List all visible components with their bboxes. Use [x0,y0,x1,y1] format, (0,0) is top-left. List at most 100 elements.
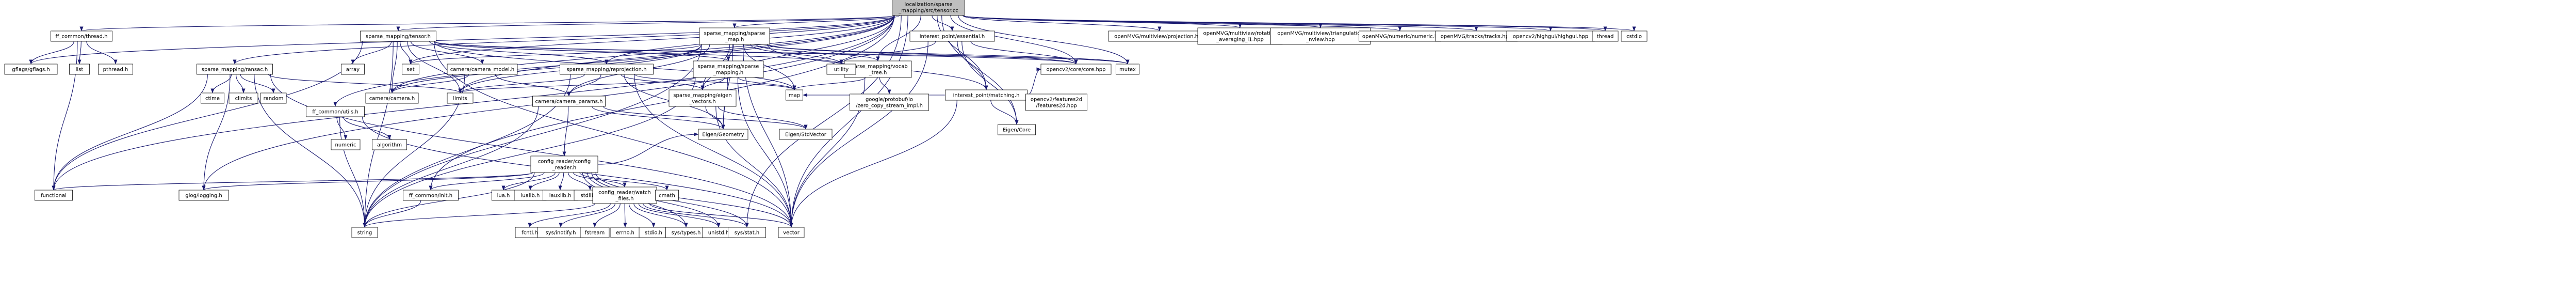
node-label: ctime [205,96,220,102]
node-box [778,227,805,238]
edge-config_reader-to-watch_files [573,172,627,188]
node-interest-point-matching-h[interactable]: interest_point/matching.h [945,89,1028,101]
node-eigen-core: Eigen/Core [998,124,1036,135]
node-box [4,64,58,75]
edge-sm_sparse_map-to-string [363,44,702,228]
node-camera-camera-params-h[interactable]: camera/camera_params.h [532,96,606,107]
node-box [998,124,1036,135]
node-openmvg-numeric-numeric-h: openMVG/numeric/numeric.h [1359,30,1441,42]
edges-layer [29,15,1636,228]
node-box [403,190,459,201]
edge-sm_sparse_map-to-set [409,44,702,65]
node-label: openMVG/multiview/rotation [1203,31,1277,37]
node-label: cstdio [1626,34,1642,40]
node-label: numeric [335,143,356,148]
node-config-reader-config-reader-h[interactable]: config_reader/config_reader.h [530,155,598,173]
node-ff-common-thread-h[interactable]: ff_common/thread.h [51,30,112,42]
node-box [850,94,929,111]
edge-sm_ransac-to-vector [270,74,793,228]
node-sparse-mapping-reprojection-h[interactable]: sparse_mapping/reprojection.h [560,64,654,75]
node-label: openMVG/multiview/triangulation [1277,31,1364,37]
node-eigen-geometry: Eigen/Geometry [698,129,748,140]
node-box [1270,27,1371,45]
node-config-reader-watch-files-h[interactable]: config_reader/watch_files.h [592,186,657,204]
edge-config_reader-to-glog [202,172,533,191]
node-label: utility [834,67,849,73]
node-sparse-mapping-sparse-map-h[interactable]: sparse_mapping/sparse_map.h [699,27,770,45]
edge-sm_eigen-to-vector [715,106,793,228]
node-array: array [341,64,365,75]
node-sparse-mapping-ransac-h[interactable]: sparse_mapping/ransac.h [197,64,273,75]
edge-config_reader-to-functional [52,172,533,191]
node-label: thread [1597,34,1614,40]
edge-sm_tensor-to-array [351,41,392,65]
node-label: openMVG/tracks/tracks.hpp [1441,34,1512,40]
node-climits: climits [229,92,258,104]
edge-config_reader-to-cmath [579,172,669,191]
node-interest-point-essential-h[interactable]: interest_point/essential.h [909,30,995,42]
node-label: Eigen/Core [1003,128,1031,133]
node-label: string [357,230,372,236]
node-box [786,89,803,101]
node-opencv2-features2d-features2d-hpp: opencv2/features2d/features2d.hpp [1025,94,1087,111]
node-ff-common-init-h[interactable]: ff_common/init.h [403,190,459,201]
edge-sm_tensor-to-camera_model [410,41,484,65]
node-label: gflags/gflags.h [12,67,50,73]
node-label: _tree.h [869,70,887,76]
edge-ip_essential-to-eigen_core [961,41,1019,125]
edge-sm_eigen-to-eigen_stdvector [718,106,808,130]
node-random: random [260,92,287,104]
node-openmvg-multiview-rotation-averaging-l1-hpp: openMVG/multiview/rotation_averaging_l1.… [1197,27,1283,45]
node-fstream: fstream [580,227,610,238]
node-box [1197,27,1283,45]
node-pthread-h: pthread.h [98,64,133,75]
node-sparse-mapping-sparse-mapping-h[interactable]: sparse_mapping/sparse_mapping.h [693,60,764,78]
node-label: cmath [659,193,675,199]
node-map: map [786,89,803,101]
node-box [699,27,770,45]
node-label: camera/camera.h [369,96,415,102]
node-box [560,64,654,75]
edge-sm_reprojection-to-limits [458,74,585,94]
edge-watch_files-to-fstream [593,203,621,228]
edge-sm_sparse_map-to-map [743,44,796,90]
node-label: _nview.hpp [1306,37,1335,43]
node-label: vector [783,230,800,236]
node-label: glog/logging.h [185,193,222,199]
edge-sm_ransac-to-random [240,74,275,94]
edge-root-to-camera_camera [390,15,895,94]
edge-sm_tensor-to-set [400,41,413,65]
edge-ip_essential-to-utility [839,41,936,65]
node-label: openMVG/numeric/numeric.h [1362,34,1438,40]
node-box [530,155,598,173]
node-box [260,92,287,104]
node-label: lauxlib.h [549,193,572,199]
node-camera-camera-model-h[interactable]: camera/camera_model.h [447,64,518,75]
node-box [360,30,436,42]
node-label: fstream [585,230,605,236]
node-sparse-mapping-tensor-h[interactable]: sparse_mapping/tensor.h [360,30,436,42]
edge-ip_essential-to-ip_matching [957,41,988,90]
node-camera-camera-h[interactable]: camera/camera.h [365,92,419,104]
node-ff-common-utils-h[interactable]: ff_common/utils.h [306,106,365,117]
node-cstdio: cstdio [1621,30,1648,42]
edge-root-to-functional [52,15,895,191]
edge-watch_files-to-inotify [559,203,615,228]
node-label: unistd.h [708,230,729,236]
node-label: fcntl.h [521,230,538,236]
edge-watch_files-to-unistd [638,203,721,228]
edge-root-to-gflags [29,15,895,65]
node-box [35,190,73,201]
node-box [1116,64,1139,75]
node-utility: utility [826,64,856,75]
node-limits: limits [447,92,474,104]
edge-sm_sparse_map-to-utility [750,44,843,65]
edge-sm_tensor-to-utility [433,41,843,65]
node-label: lualib.h [521,193,540,199]
edge-camera_model-to-camera_camera [390,74,469,94]
edge-root-to-ff_utils [333,15,895,107]
node-label: list [76,67,84,73]
node-opencv2-highgui-highgui-hpp: opencv2/highgui/highgui.hpp [1506,30,1595,42]
node-sparse-mapping-eigen-vectors-h[interactable]: sparse_mapping/eigen_vectors.h [669,89,737,107]
